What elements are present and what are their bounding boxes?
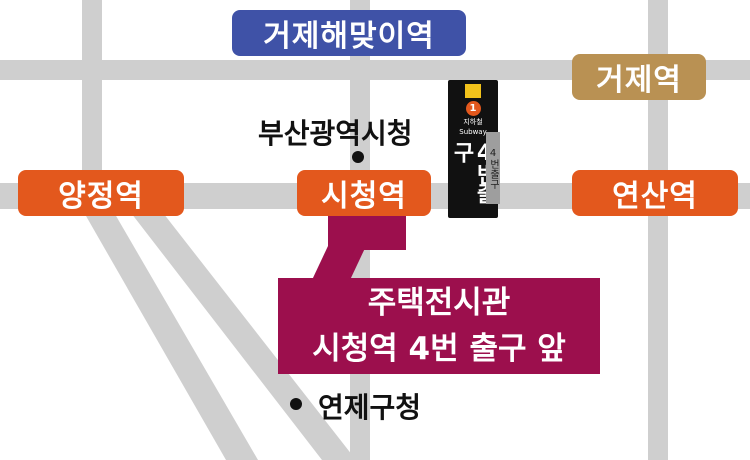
subway-label-english: Subway <box>459 127 487 136</box>
road-diagonal-east <box>128 209 356 460</box>
exit-side-label: 4번출구 <box>486 132 500 204</box>
road-diagonal-west <box>82 209 258 460</box>
station-city-hall: 시청역 <box>297 170 431 216</box>
station-geoje-haemaji: 거제해맞이역 <box>232 10 466 56</box>
subway-label-korean: 지하철 <box>463 117 483 126</box>
station-yangjeong: 양정역 <box>18 170 184 216</box>
road-north-vertical <box>82 0 102 190</box>
landmark-yeonje-office: 연제구청 <box>318 391 422 424</box>
destination-pointer-arrow <box>312 246 366 280</box>
landmark-busan-city-hall: 부산광역시청 <box>258 117 413 150</box>
station-yeonsan: 연산역 <box>572 170 738 216</box>
exit-sign-icon <box>465 84 481 98</box>
station-geoje: 거제역 <box>572 54 706 100</box>
landmark-dot-icon <box>352 151 364 163</box>
road-upper-horizontal <box>0 60 750 80</box>
subway-line-badge-icon: 1 <box>465 100 481 116</box>
destination-title: 주택전시관 <box>367 285 511 321</box>
subway-exit-sign: 1 지하철 Subway 4번출구 4번출구 <box>448 80 500 218</box>
destination-box: 주택전시관 시청역 4번 출구 앞 <box>278 278 600 374</box>
destination-subtitle: 시청역 4번 출구 앞 <box>312 331 566 367</box>
road-east-vertical <box>648 0 668 460</box>
landmark-dot-icon <box>290 398 302 410</box>
destination-pointer-stem <box>328 216 406 250</box>
